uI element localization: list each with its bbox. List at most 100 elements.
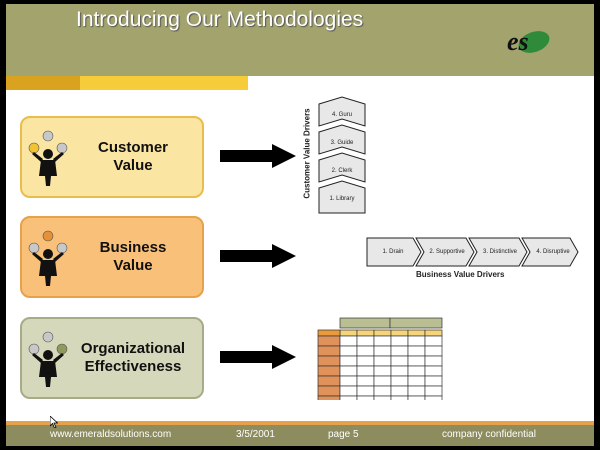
right-arrow-icon [220, 345, 296, 369]
matrix-cell [317, 375, 341, 387]
matrix-cell [356, 365, 375, 377]
matrix-cell [407, 375, 426, 387]
matrix-cell [407, 365, 426, 377]
matrix-cell [317, 385, 341, 397]
matrix-cell [356, 345, 375, 357]
matrix-cell [373, 385, 392, 397]
matrix-cell [390, 395, 409, 400]
matrix-cell [390, 375, 409, 387]
right-arrow-icon [220, 144, 296, 168]
matrix-cell [373, 335, 392, 347]
matrix-cell [317, 355, 341, 367]
organization-matrix-grid [317, 317, 443, 400]
customer-value-drivers-title: Customer Value Drivers [302, 107, 312, 199]
matrix-cell [339, 329, 358, 337]
business-value-box: Business Value [20, 216, 204, 298]
accent-stripe-dark [6, 76, 80, 90]
matrix-cell [356, 329, 375, 337]
matrix-cell [390, 335, 409, 347]
chevron-flow-icon [366, 237, 579, 267]
accent-stripe-light [80, 76, 248, 90]
business-driver-step: 3. Distinctive [482, 249, 517, 255]
footer-date: 3/5/2001 [236, 429, 275, 440]
customer-driver-step: 3. Guide [330, 140, 354, 146]
matrix-cell [339, 335, 358, 347]
matrix-cell [407, 395, 426, 400]
juggler-icon [28, 331, 68, 387]
matrix-cell [373, 375, 392, 387]
organizational-effectiveness-label: Organizational Effectiveness [80, 340, 186, 375]
footer-page-number: page 5 [328, 429, 359, 440]
footer-accent-bar [6, 421, 594, 425]
matrix-cell [407, 355, 426, 367]
organizational-effectiveness-box: Organizational Effectiveness [20, 317, 204, 399]
matrix-cell [356, 335, 375, 347]
matrix-cell [339, 365, 358, 377]
business-value-drivers-flow: 1. Drain 2. Supportive 3. Distinctive 4.… [366, 237, 580, 267]
matrix-cell [339, 375, 358, 387]
matrix-cell [373, 345, 392, 357]
mouse-cursor-icon [50, 416, 58, 428]
matrix-cell [373, 365, 392, 377]
matrix-cell [356, 355, 375, 367]
matrix-cell [424, 335, 443, 347]
slide-header: Introducing Our Methodologies es [6, 4, 594, 76]
matrix-cell [424, 375, 443, 387]
matrix-cell [407, 385, 426, 397]
matrix-cell [339, 317, 391, 329]
matrix-cell [424, 329, 443, 337]
matrix-cell [424, 365, 443, 377]
business-value-label: Business Value [99, 239, 167, 274]
matrix-cell [339, 355, 358, 367]
matrix-cell [424, 355, 443, 367]
matrix-cell [317, 345, 341, 357]
matrix-cell [356, 385, 375, 397]
customer-driver-step: 4. Guru [331, 112, 352, 118]
customer-driver-step: 1. Library [329, 196, 355, 202]
matrix-cell [407, 345, 426, 357]
matrix-cell [317, 395, 341, 400]
matrix-cell [390, 329, 409, 337]
customer-value-label: Customer Value [97, 139, 168, 174]
slide-title: Introducing Our Methodologies [76, 8, 364, 31]
chevron-stack-icon [318, 96, 366, 214]
matrix-cell [390, 385, 409, 397]
right-arrow-icon [220, 244, 296, 268]
accent-stripe-white [248, 76, 594, 90]
matrix-cell [390, 355, 409, 367]
matrix-cell [339, 385, 358, 397]
customer-value-box: Customer Value [20, 116, 204, 198]
juggler-icon [28, 230, 68, 286]
footer-url: www.emeraldsolutions.com [50, 429, 172, 440]
matrix-cell [407, 329, 426, 337]
matrix-cell [339, 395, 358, 400]
matrix-cell [373, 329, 392, 337]
customer-value-drivers-stack: 4. Guru 3. Guide 2. Clerk 1. Library [318, 96, 366, 214]
business-driver-step: 4. Disruptive [536, 249, 570, 255]
matrix-cell [356, 395, 375, 400]
matrix-cell [390, 345, 409, 357]
matrix-cell [339, 345, 358, 357]
matrix-cell [356, 375, 375, 387]
matrix-cell [424, 395, 443, 400]
matrix-cell [390, 365, 409, 377]
slide-footer: www.emeraldsolutions.com 3/5/2001 page 5… [6, 425, 594, 446]
matrix-cell [317, 365, 341, 377]
matrix-cell [424, 345, 443, 357]
business-driver-step: 1. Drain [382, 249, 404, 255]
slide: Introducing Our Methodologies es Custome… [6, 4, 594, 446]
juggler-icon [28, 130, 68, 186]
svg-text:es: es [507, 27, 529, 56]
matrix-cell [373, 355, 392, 367]
business-driver-step: 2. Supportive [429, 249, 465, 255]
matrix-cell [317, 329, 341, 337]
matrix-cell [373, 395, 392, 400]
matrix-cell [424, 385, 443, 397]
matrix-cell [389, 317, 443, 329]
business-value-drivers-title: Business Value Drivers [416, 270, 505, 279]
footer-confidential: company confidential [442, 429, 536, 440]
emerald-solutions-logo: es [507, 27, 550, 56]
customer-driver-step: 2. Clerk [331, 168, 353, 174]
matrix-cell [407, 335, 426, 347]
matrix-cell [317, 335, 341, 347]
